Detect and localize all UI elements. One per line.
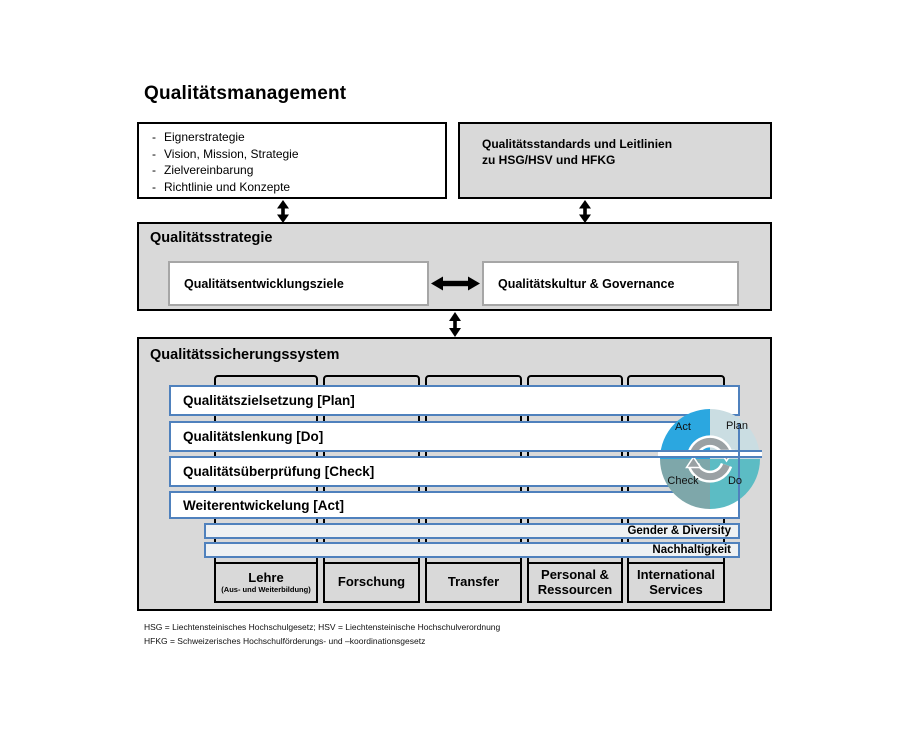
process-box-transfer: Transfer (425, 562, 522, 603)
list-item: - Eignerstrategie (139, 129, 445, 146)
dash-bullet: - (152, 179, 156, 194)
bar-act: Weiterentwickelung [Act] (169, 491, 740, 519)
pdca-act-label: Act (675, 421, 691, 433)
bar-plan: Qualitätszielsetzung [Plan] (169, 385, 740, 416)
quality-assurance-system-title: Qualitätssicherungssystem (150, 347, 340, 363)
list-item-label: Eignerstrategie (164, 130, 245, 144)
quality-development-goals-box: Qualitätsentwicklungsziele (168, 261, 429, 306)
standards-line-1: Qualitätsstandards und Leitlinien (482, 137, 673, 151)
quality-standards-box: Qualitätsstandards und Leitlinien zu HSG… (458, 122, 772, 199)
list-item: - Zielvereinbarung (139, 162, 445, 179)
process-box-label: Transfer (447, 574, 500, 590)
process-box-label: Forschung (337, 574, 406, 590)
owner-strategy-box: - Eignerstrategie - Vision, Mission, Str… (137, 122, 447, 199)
process-box-personal-ressourcen: Personal & Ressourcen (527, 562, 623, 603)
process-box-forschung: Forschung (323, 562, 420, 603)
process-box-sublabel: (Aus- und Weiterbildung) (221, 584, 311, 594)
double-arrow-vertical-middle (449, 312, 461, 337)
process-box-label: International Services (636, 566, 715, 597)
bar-right-border-line (738, 423, 740, 517)
process-box-lehre: Lehre (Aus- und Weiterbildung) (214, 562, 318, 603)
list-item-label: Vision, Mission, Strategie (164, 146, 299, 161)
standards-line-2: zu HSG/HSV und HFKG (482, 152, 616, 167)
dash-bullet: - (152, 146, 156, 161)
pdca-do-label: Do (727, 475, 743, 487)
process-box-international-services: International Services (627, 562, 725, 603)
footnote-hfkg: HFKG = Schweizerisches Hochschulförderun… (144, 636, 426, 646)
pdca-check-label: Check (667, 475, 699, 487)
list-item-label: Zielvereinbarung (164, 163, 254, 177)
quality-culture-governance-box: Qualitätskultur & Governance (482, 261, 739, 306)
dash-bullet: - (152, 130, 156, 144)
bar-check: Qualitätsüberprüfung [Check] (169, 456, 740, 487)
dash-bullet: - (152, 163, 156, 177)
quality-strategy-box: Qualitätsstrategie Qualitätsentwicklungs… (137, 222, 772, 311)
list-item: - Richtlinie und Konzepte (139, 179, 445, 196)
crossbar-gender-diversity: Gender & Diversity (204, 523, 740, 539)
list-item: - Vision, Mission, Strategie (139, 146, 445, 163)
double-arrow-vertical-right (579, 200, 591, 223)
page-title: Qualitätsmanagement (144, 83, 347, 104)
bar-border-stripe (658, 450, 762, 458)
list-item-label: Richtlinie und Konzepte (164, 179, 291, 194)
bar-do: Qualitätslenkung [Do] (169, 421, 740, 452)
double-arrow-horizontal (431, 276, 480, 291)
crossbar-nachhaltigkeit: Nachhaltigkeit (204, 542, 740, 558)
footnote-hsg-hsv: HSG = Liechtensteinisches Hochschulgeset… (144, 622, 501, 632)
quality-strategy-title: Qualitätsstrategie (150, 230, 273, 246)
process-box-label: Personal & Ressourcen (537, 566, 613, 597)
quality-assurance-system-box: Qualitätssicherungssystem Qualitätsziels… (137, 337, 772, 611)
process-box-label: Lehre (248, 570, 284, 586)
pdca-plan-label: Plan (725, 420, 749, 432)
double-arrow-vertical-left (277, 200, 289, 223)
